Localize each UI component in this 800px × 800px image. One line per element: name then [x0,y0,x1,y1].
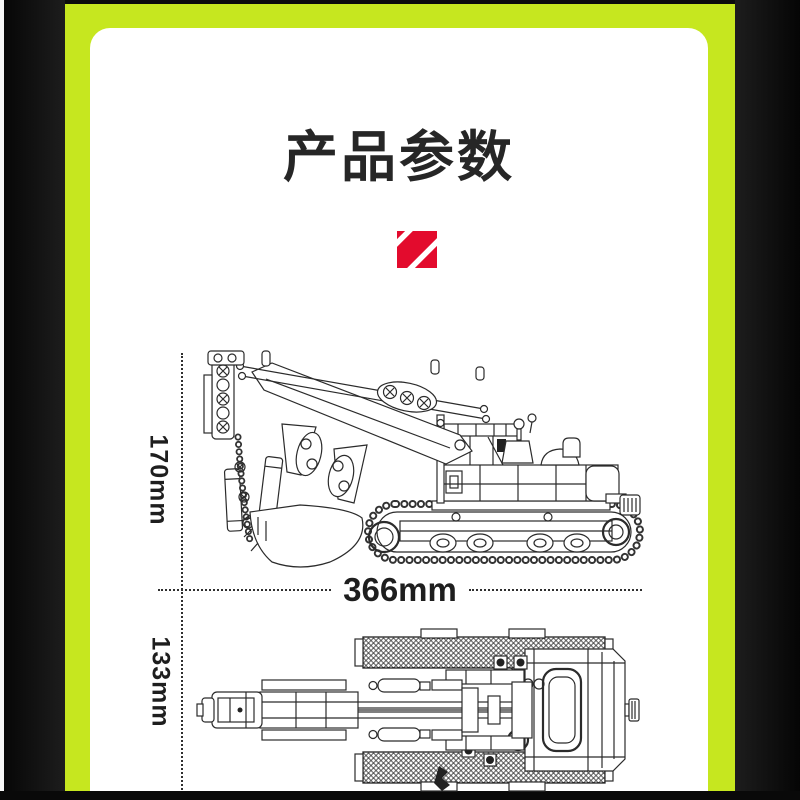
excavator-side-view-drawing [203,350,644,568]
length-dim-line-left [158,589,332,591]
left-black-panel [0,0,65,791]
right-black-panel [735,0,800,791]
excavator-top-view-drawing [196,628,640,792]
height-dimension-label: 170mm [144,434,173,526]
red-diagonal-stripes-icon [397,231,437,268]
vertical-dimension-line [181,353,183,790]
length-dim-line-right [468,589,642,591]
page-title: 产品参数 [282,126,515,188]
length-dimension-label: 366mm [343,571,457,608]
length-dimension-line: 366mm [158,571,642,608]
bottom-black-bar [0,791,800,800]
width-dimension-label: 133mm [146,636,175,728]
left-edge-hairline [0,0,4,791]
